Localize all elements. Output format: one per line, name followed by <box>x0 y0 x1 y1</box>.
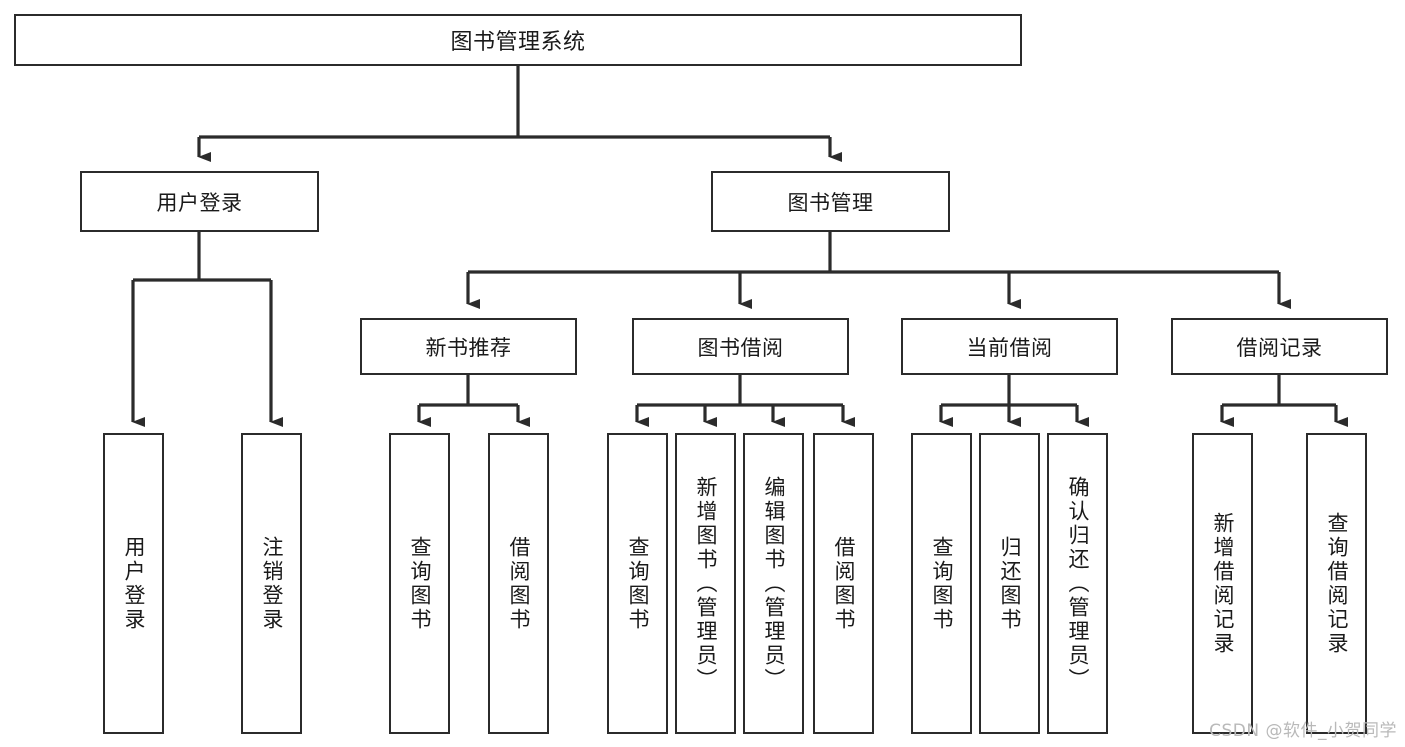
leaf-query-book-borrow-label: 查询图书 <box>626 535 650 632</box>
node-new-book-recommend-label: 新书推荐 <box>425 335 512 360</box>
node-book-management-label: 图书管理 <box>787 190 874 215</box>
node-root-label: 图书管理系统 <box>450 30 586 55</box>
leaf-confirm-return-admin[interactable]: 确认归还（管理员） <box>1047 433 1108 734</box>
leaf-confirm-return-admin-label: 确认归还（管理员） <box>1066 475 1090 692</box>
leaf-query-book-current[interactable]: 查询图书 <box>911 433 972 734</box>
node-new-book-recommend[interactable]: 新书推荐 <box>360 318 577 375</box>
leaf-query-book-current-label: 查询图书 <box>930 535 954 632</box>
leaf-query-borrow-record-label: 查询借阅记录 <box>1325 511 1349 656</box>
leaf-add-book-admin[interactable]: 新增图书（管理员） <box>675 433 736 734</box>
leaf-edit-book-admin[interactable]: 编辑图书（管理员） <box>743 433 804 734</box>
leaf-borrow-book-recommend-label: 借阅图书 <box>507 535 531 632</box>
leaf-logout[interactable]: 注销登录 <box>241 433 302 734</box>
node-book-borrow[interactable]: 图书借阅 <box>632 318 849 375</box>
leaf-query-book-borrow[interactable]: 查询图书 <box>607 433 668 734</box>
leaf-add-borrow-record-label: 新增借阅记录 <box>1211 511 1235 656</box>
node-book-management[interactable]: 图书管理 <box>711 171 950 232</box>
leaf-edit-book-admin-label: 编辑图书（管理员） <box>762 475 786 692</box>
leaf-user-login-label: 用户登录 <box>122 535 146 632</box>
node-borrow-records-label: 借阅记录 <box>1236 335 1323 360</box>
leaf-borrow-book-recommend[interactable]: 借阅图书 <box>488 433 549 734</box>
leaf-query-book-recommend-label: 查询图书 <box>408 535 432 632</box>
leaf-return-book-label: 归还图书 <box>998 535 1022 632</box>
leaf-query-book-recommend[interactable]: 查询图书 <box>389 433 450 734</box>
node-user-login-label: 用户登录 <box>156 190 243 215</box>
leaf-borrow-book-label: 借阅图书 <box>832 535 856 632</box>
node-borrow-records[interactable]: 借阅记录 <box>1171 318 1388 375</box>
leaf-add-borrow-record[interactable]: 新增借阅记录 <box>1192 433 1253 734</box>
leaf-borrow-book[interactable]: 借阅图书 <box>813 433 874 734</box>
node-book-borrow-label: 图书借阅 <box>697 335 784 360</box>
leaf-user-login[interactable]: 用户登录 <box>103 433 164 734</box>
leaf-return-book[interactable]: 归还图书 <box>979 433 1040 734</box>
node-current-borrow[interactable]: 当前借阅 <box>901 318 1118 375</box>
node-user-login[interactable]: 用户登录 <box>80 171 319 232</box>
leaf-query-borrow-record[interactable]: 查询借阅记录 <box>1306 433 1367 734</box>
leaf-add-book-admin-label: 新增图书（管理员） <box>694 475 718 692</box>
watermark: CSDN @软件_小贺同学 <box>1209 721 1397 741</box>
leaf-logout-label: 注销登录 <box>260 535 284 632</box>
node-current-borrow-label: 当前借阅 <box>966 335 1053 360</box>
node-root[interactable]: 图书管理系统 <box>14 14 1022 66</box>
